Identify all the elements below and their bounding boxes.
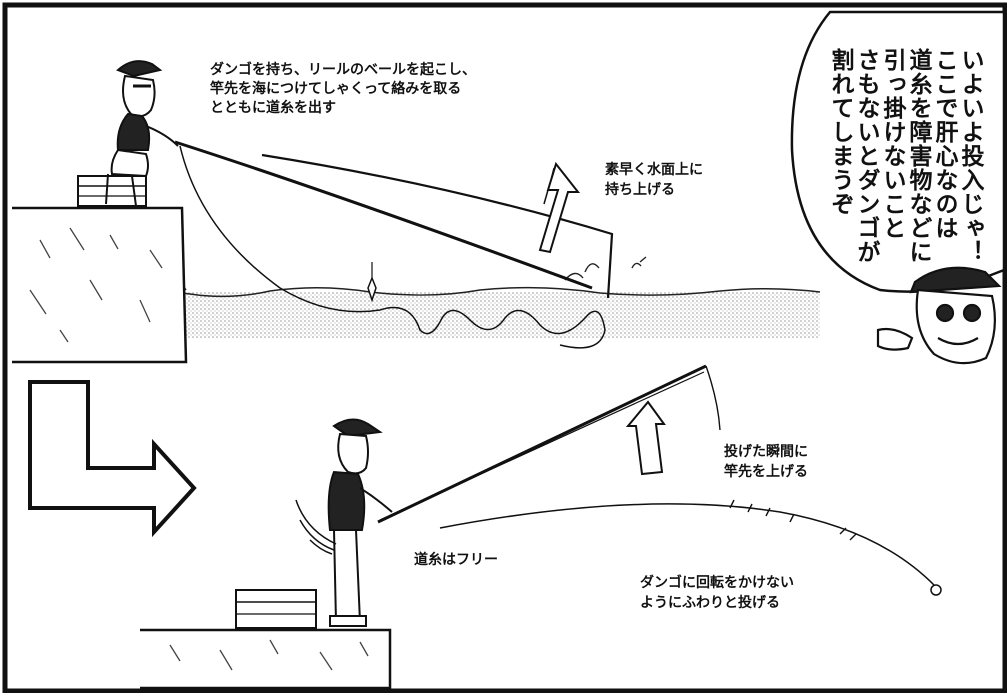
top-instruction-line-3: とともに道糸を出す	[210, 99, 336, 116]
bubble-col-3: 道糸を障害物などに	[905, 47, 933, 264]
float-icon	[367, 275, 377, 303]
transition-arrow-icon	[28, 380, 197, 538]
top-instruction-line-1: ダンゴを持ち、リールのベールを起こし、	[210, 61, 476, 78]
lift-arrow-icon	[538, 161, 581, 254]
throw-note-line-2: ようにふわりと投げる	[640, 595, 780, 611]
bottom-scene	[140, 364, 942, 690]
speech-bubble-text: いよいよ投入じゃ！ ここで肝心なのは 道糸を障害物などに 引っ掛けないこと さも…	[827, 47, 985, 264]
pier-hatching	[29, 227, 163, 343]
casting-line	[439, 503, 936, 587]
bubble-col-1: いよいよ投入じゃ！	[957, 48, 985, 264]
rod-top-raised	[261, 153, 614, 299]
seated-angler	[105, 60, 179, 207]
narrator-character	[876, 266, 1002, 365]
splash-right	[564, 256, 647, 281]
annotation-text-group: ダンゴを持ち、リールのベールを起こし、 竿先を海につけてしゃくって絡みを取る と…	[209, 61, 808, 611]
bubble-col-5: さもないとダンゴが	[853, 48, 880, 264]
top-scene	[12, 60, 821, 364]
raise-tip-note-line-1: 投げた瞬間に	[724, 443, 808, 460]
tackle-box-bottom	[235, 589, 317, 629]
fishing-line-slack	[179, 145, 606, 349]
dango-ball-icon	[930, 584, 942, 596]
pier-bottom	[140, 628, 392, 690]
raise-tip-note-line-2: 竿先を上げる	[723, 463, 808, 480]
throw-note-line-1: ダンゴに回転をかけない	[640, 574, 794, 591]
pier-top	[12, 206, 188, 364]
standing-angler	[327, 418, 393, 627]
water-surface-line	[109, 286, 821, 298]
top-instruction-line-2: 竿先を海につけてしゃくって絡みを取る	[209, 80, 461, 97]
lift-note-line-2: 持ち上げる	[605, 181, 675, 198]
bubble-col-4: 引っ掛けないこと	[879, 48, 907, 240]
raise-arrow-icon	[625, 400, 666, 476]
rod-top	[174, 140, 593, 290]
bubble-col-6: 割れてしまうぞ	[827, 47, 855, 216]
lift-note-line-1: 素早く水面上に	[605, 161, 703, 178]
bubble-col-2: ここで肝心なのは	[931, 48, 959, 240]
line-free-note: 道糸はフリー	[414, 551, 498, 568]
sea-water	[185, 292, 820, 338]
